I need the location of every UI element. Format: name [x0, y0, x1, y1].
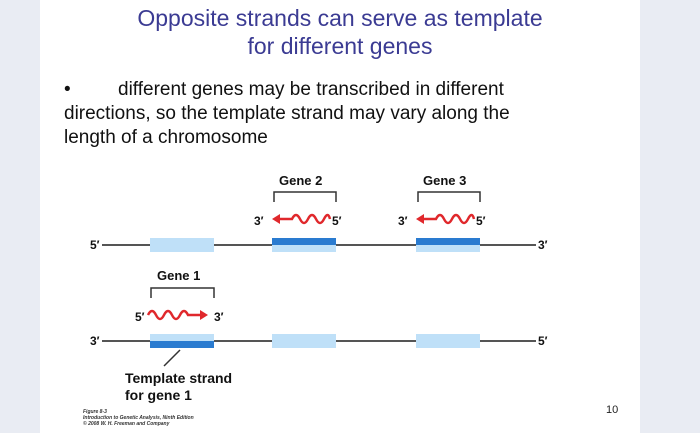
- bullet-line-3: length of a chromosome: [64, 127, 268, 148]
- slide-title: Opposite strands can serve as template f…: [40, 4, 640, 60]
- gene1-rna-left-label: 5′: [135, 310, 145, 324]
- figure-caption: Figure 8-3 Introduction to Genetic Analy…: [83, 409, 194, 427]
- figure-caption-line-1: Figure 8-3: [83, 409, 107, 415]
- bullet-line-2: directions, so the template strand may v…: [64, 103, 510, 124]
- gene3-rna-right-label: 5′: [476, 214, 486, 228]
- gene2-rna-arrow: [272, 214, 280, 224]
- gene2-region-top: [272, 238, 336, 252]
- bottom-strand-left-label: 3′: [90, 334, 100, 348]
- gene3-label: Gene 3: [423, 173, 466, 188]
- gene1-bracket: [150, 287, 215, 298]
- gene1-rna-right-label: 3′: [214, 310, 224, 324]
- gene2-bracket: [273, 191, 337, 202]
- bullet-dot: •: [64, 79, 71, 100]
- bullet-line-1: different genes may be transcribed in di…: [118, 79, 504, 100]
- gene3-region-bottom: [416, 334, 480, 348]
- bottom-strand-right-label: 5′: [538, 334, 548, 348]
- gene2-region-bottom: [272, 334, 336, 348]
- gene1-rna-arrow: [200, 310, 208, 320]
- top-strand-right-label: 3′: [538, 238, 548, 252]
- slide-number: 10: [606, 404, 619, 416]
- template-strand-pointer: [163, 349, 181, 367]
- title-line-1: Opposite strands can serve as template: [137, 5, 543, 31]
- gene3-rna-left-label: 3′: [398, 214, 408, 228]
- gene1-rna-wave: [146, 309, 200, 321]
- top-strand-left-label: 5′: [90, 238, 100, 252]
- gene3-rna-wave: [424, 213, 476, 225]
- figure-caption-line-3: © 2008 W. H. Freeman and Company: [83, 421, 170, 427]
- gene1-label: Gene 1: [157, 268, 200, 283]
- gene1-region-top: [150, 238, 214, 252]
- title-line-2: for different genes: [247, 33, 433, 59]
- gene2-label: Gene 2: [279, 173, 322, 188]
- transcription-diagram: 5′ 3′ 3′ 5′ Gene 2 3′ 5′ Gene 3 3′ 5′ Ge…: [90, 173, 548, 403]
- gene2-rna-right-label: 5′: [332, 214, 342, 228]
- gene2-rna-wave: [280, 213, 332, 225]
- gene1-region-bottom: [150, 334, 214, 348]
- slide: Opposite strands can serve as template f…: [40, 0, 640, 433]
- gene3-region-top: [416, 238, 480, 252]
- gene2-rna-left-label: 3′: [254, 214, 264, 228]
- gene3-bracket: [417, 191, 481, 202]
- template-strand-label: Template strand: [125, 370, 232, 386]
- gene3-rna-arrow: [416, 214, 424, 224]
- figure-caption-line-2: Introduction to Genetic Analysis, Ninth …: [83, 415, 194, 421]
- template-strand-label-2: for gene 1: [125, 387, 192, 403]
- bullet-point: • different genes may be transcribed in …: [64, 78, 624, 150]
